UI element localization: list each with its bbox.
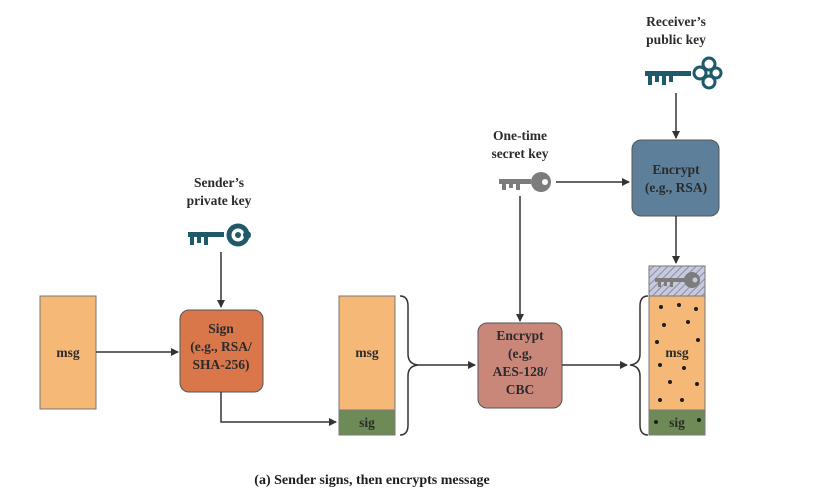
encrypt-rsa-box-label: Encrypt (e.g., RSA): [645, 162, 707, 195]
encrypted-msg-dots: [655, 303, 700, 402]
svg-text:CBC: CBC: [506, 382, 535, 397]
sign-to-sig-arrow: [220, 392, 337, 426]
svg-text:AES-128/: AES-128/: [493, 364, 548, 379]
svg-text:Encrypt: Encrypt: [652, 162, 700, 177]
encrypt-rsa-box: [631, 139, 720, 217]
svg-text:Sender’s: Sender’s: [194, 175, 244, 190]
sign-box-label: Sign (e.g., RSA/ SHA-256): [190, 321, 252, 372]
senders-private-key-icon: [188, 223, 251, 247]
plain-msg-label: msg: [56, 345, 79, 360]
encrypt-aes-box-label: Encrypt (e.g, AES-128/ CBC: [493, 328, 548, 397]
encrypted-msg-label: msg: [665, 345, 688, 360]
signed-msg-label: msg: [355, 345, 378, 360]
receivers-public-key-label: Receiver’s public key: [646, 14, 706, 47]
svg-text:Receiver’s: Receiver’s: [646, 14, 706, 29]
signature-block: [338, 409, 396, 436]
encrypted-sig-label: sig: [669, 415, 685, 430]
receivers-public-key-icon: [645, 56, 723, 90]
figure-caption: (a) Sender signs, then encrypts message: [254, 473, 489, 488]
encrypted-sig-dots: [654, 418, 701, 424]
svg-text:(e.g,: (e.g,: [508, 346, 532, 361]
svg-text:Sign: Sign: [208, 321, 234, 336]
plain-msg-block: [39, 295, 97, 410]
svg-text:Encrypt: Encrypt: [496, 328, 544, 343]
encrypted-key-icon: [655, 272, 700, 288]
svg-text:private key: private key: [187, 193, 252, 208]
signed-msg-block: [338, 295, 396, 411]
one-time-secret-key-label: One-time secret key: [491, 128, 548, 161]
encrypted-msg-block: [648, 295, 706, 411]
encrypted-msg-brace: [629, 295, 649, 436]
senders-private-key-label: Sender’s private key: [187, 175, 252, 208]
encrypted-sig-block: [648, 409, 706, 436]
svg-text:SHA-256): SHA-256): [193, 357, 250, 372]
one-time-secret-key-icon: [499, 172, 551, 192]
svg-text:(e.g., RSA/: (e.g., RSA/: [190, 339, 252, 354]
svg-text:public key: public key: [646, 32, 706, 47]
signature-label: sig: [359, 415, 375, 430]
signed-msg-brace: [399, 295, 419, 436]
svg-text:secret key: secret key: [491, 146, 548, 161]
svg-text:One-time: One-time: [493, 128, 547, 143]
svg-text:(e.g., RSA): (e.g., RSA): [645, 180, 707, 195]
